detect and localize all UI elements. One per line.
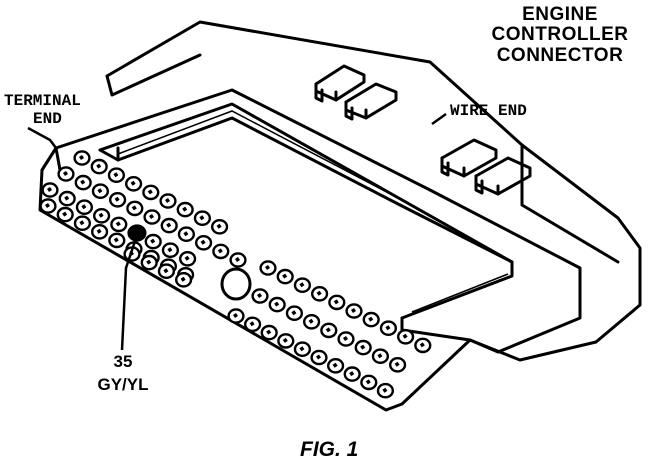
terminal-number-mark [360,344,366,350]
terminal-number-mark [265,265,270,270]
title-line-2: CONTROLLER [491,24,629,45]
terminal-number-mark [130,180,136,186]
terminal-number-mark [166,222,172,228]
terminal-number-mark [80,179,86,185]
terminal-end-label-line-2: END [33,110,62,128]
rear-housing-shoulder [105,53,202,97]
pin-wire-color-label: GY/YL [97,375,149,394]
terminal-number-mark [62,211,68,217]
terminal-cavities [39,150,432,399]
terminal-number-mark [131,205,137,211]
terminal-number-mark [385,325,391,331]
terminal-number-mark [184,255,190,261]
locking-tab-3 [440,138,498,178]
terminal-number-mark [96,163,102,169]
locking-tab-2 [344,82,398,121]
terminal-number-mark [216,223,222,229]
terminal-number-mark [149,214,154,219]
locking-tab-1 [314,64,366,103]
terminal-number-mark [96,228,102,234]
terminal-number-mark [114,196,120,202]
terminal-number-mark [343,336,348,341]
pin-35-leader [120,237,138,351]
highlighted-terminal-cavity [127,224,147,242]
terminal-number-mark [79,155,84,160]
terminal-number-mark [45,203,50,208]
title-line-3: CONNECTOR [496,45,624,66]
terminal-number-mark [365,379,371,385]
terminal-number-mark [291,310,297,316]
terminal-number-mark [233,313,238,318]
terminal-number-mark [165,198,170,203]
figure-caption: FIG. 1 [300,438,359,461]
inner-plate-strip [117,110,509,313]
terminal-number-mark [349,371,355,377]
rear-housing-bottom [468,338,598,362]
terminal-number-mark [308,318,314,324]
terminal-number-mark [351,308,356,313]
terminal-number-mark [64,195,70,201]
terminal-number-mark [282,273,288,279]
terminal-number-mark [81,204,87,210]
front-face-inner-top [116,116,404,208]
pin-number-label: 35 [113,352,133,371]
terminal-end-label-line-1: TERMINAL [4,92,81,110]
wire-end-leader [431,112,447,126]
terminal-number-mark [332,362,338,368]
terminal-number-mark [113,237,119,243]
terminal-end-leader [27,126,57,149]
terminal-number-mark [266,329,272,335]
terminal-number-mark [382,387,388,393]
terminal-number-mark [163,268,169,274]
terminal-number-mark [419,342,425,348]
terminal-number-mark [115,221,121,227]
terminal-number-mark [333,299,339,305]
terminal-number-mark [98,212,104,218]
terminal-number-mark [235,257,240,262]
terminal-number-mark [146,259,152,265]
terminal-number-mark [97,188,103,194]
terminal-number-mark [147,189,153,195]
title-line-1: ENGINE [522,4,598,25]
terminal-number-mark [368,316,374,322]
terminal-number-mark [79,220,85,226]
terminal-number-mark [183,231,189,237]
terminal-number-mark [113,172,119,178]
terminal-number-mark [182,206,188,212]
locking-tab-4 [474,156,532,196]
terminal-number-mark [47,187,52,192]
terminal-number-mark [377,353,383,359]
center-guide-hole [220,267,252,301]
terminal-number-mark [249,321,255,327]
rear-housing [105,20,642,344]
terminal-number-mark [150,238,156,244]
wire-end-label: WIRE END [450,102,527,120]
terminal-number-mark [299,282,305,288]
terminal-number-mark [402,333,408,339]
terminal-number-mark [180,276,186,282]
terminal-number-mark [63,171,68,176]
terminal-number-mark [200,239,206,245]
terminal-number-mark [394,361,400,367]
terminal-number-mark [282,337,288,343]
terminal-number-mark [316,354,321,360]
terminal-number-mark [325,327,331,333]
terminal-number-mark [167,247,173,253]
front-face-top-rim [98,102,514,264]
terminal-number-mark [274,301,280,307]
terminal-number-mark [257,293,262,298]
terminal-number-mark [199,215,205,221]
terminal-edge [40,146,62,172]
terminal-number-mark [299,346,305,352]
terminal-number-mark [316,290,322,296]
front-face-rail-left [98,146,120,162]
terminal-number-mark [217,248,223,254]
front-face-rail-right [400,204,514,320]
